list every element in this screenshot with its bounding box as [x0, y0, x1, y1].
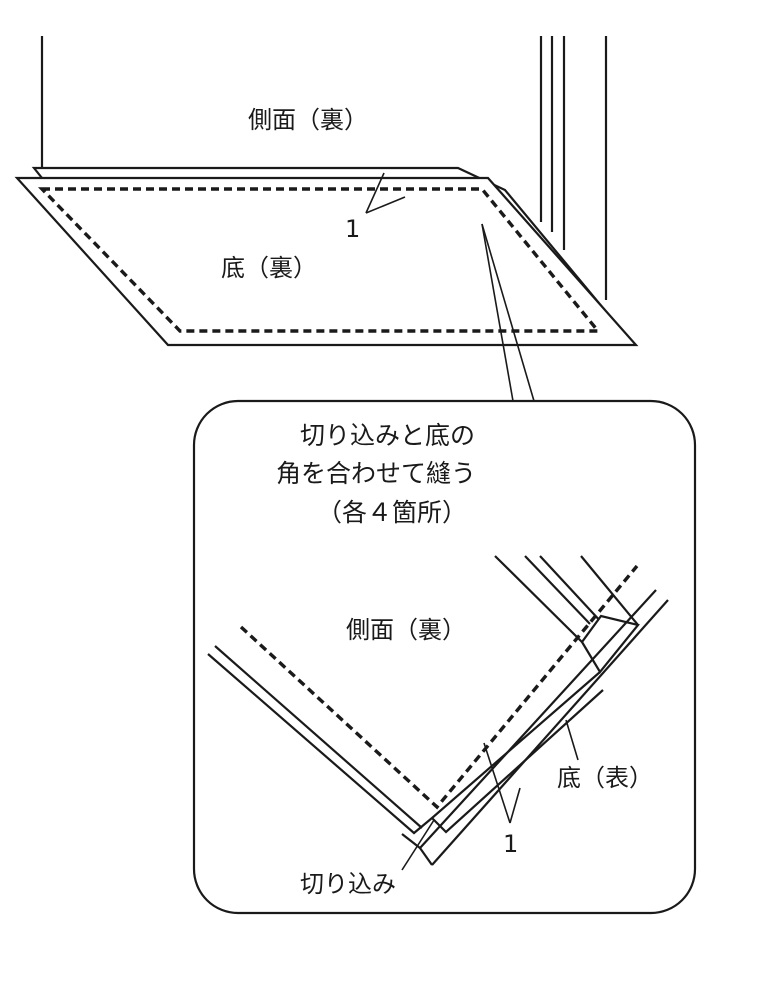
instruction-line-1: 切り込みと底の [300, 421, 475, 450]
detail-bottom-edge-inner [207, 653, 601, 835]
top-illustration: 側面（裏） 底（裏） 1 [14, 36, 639, 402]
detail-seam-leader-1 [483, 742, 511, 824]
detail-side-layer-2 [524, 555, 591, 625]
detail-notch-leader [401, 819, 435, 871]
instruction-line-3: （各４箇所） [317, 498, 467, 527]
stitch-line-dashed [37, 187, 602, 333]
detail-bottom-front-label: 底（表） [557, 764, 653, 792]
detail-side-layer-4 [580, 555, 639, 626]
seam-allowance-number: 1 [345, 215, 360, 243]
detail-bottom-outer-tip [419, 847, 433, 866]
bottom-piece-outline [14, 176, 639, 347]
seam-leader-line-1 [365, 172, 385, 214]
detail-seam-leader-2 [509, 787, 521, 824]
instruction-line-2: 角を合わせて縫う [276, 459, 476, 488]
bottom-back-label: 底（裏） [221, 254, 317, 282]
detail-seam-number: 1 [503, 830, 518, 858]
detail-bottom-outer-right [431, 599, 669, 866]
detail-callout: 切り込みと底の 角を合わせて縫う （各４箇所） 側面（裏） 底（表） 1 切り込… [192, 399, 697, 915]
callout-bubble [192, 399, 697, 915]
notch-label: 切り込み [300, 870, 396, 898]
side-back-label: 側面（裏） [248, 106, 368, 134]
detail-side-back-label: 側面（裏） [346, 616, 466, 644]
detail-side-layer-1 [494, 555, 583, 643]
detail-bottom-edge-double [214, 645, 423, 829]
detail-bottom-leader [565, 719, 579, 761]
callout-leader-right [481, 223, 535, 402]
detail-side-layer-3 [539, 555, 604, 625]
detail-stitch-line-dashed [239, 564, 639, 810]
callout-leader-left [481, 223, 514, 402]
detail-side-fold-flap [580, 614, 640, 674]
detail-notch-edge [431, 689, 604, 834]
seam-leader-line-2 [365, 196, 406, 214]
detail-bottom-outer-right-2 [401, 589, 657, 850]
